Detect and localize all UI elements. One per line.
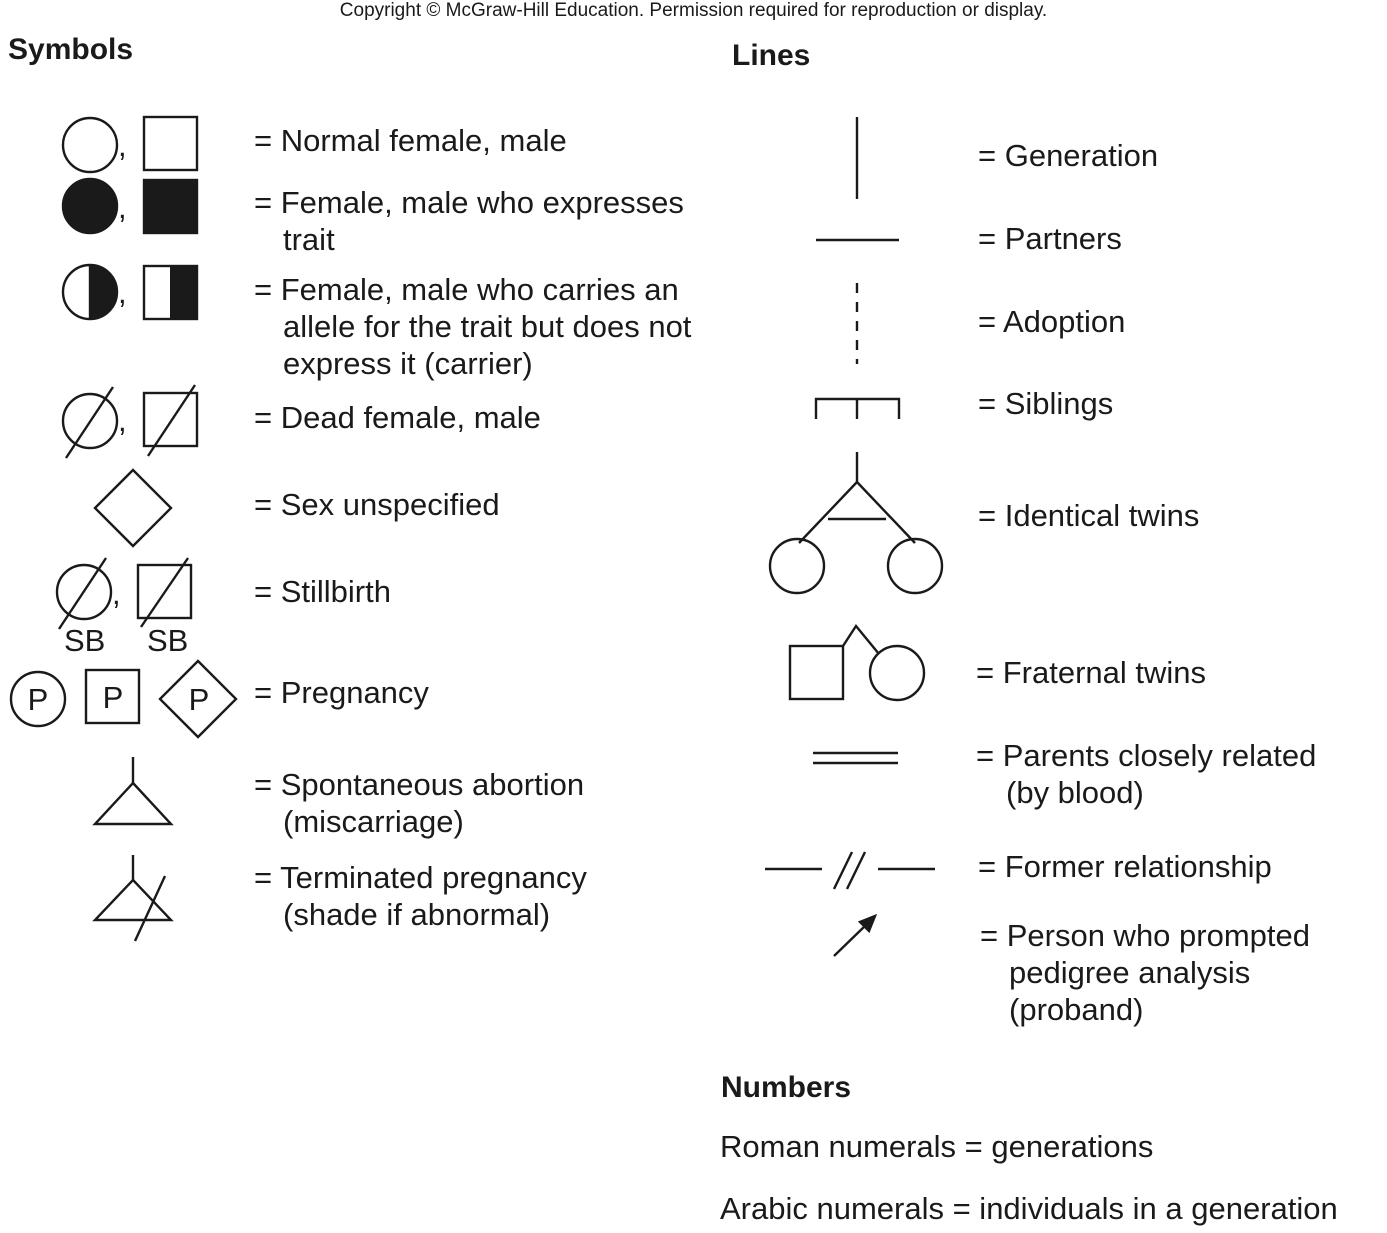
label-proband-3: (proband) <box>1009 992 1144 1027</box>
label-siblings: = Siblings <box>978 386 1114 421</box>
label-normal: = Normal female, male <box>254 123 567 158</box>
lines-heading: Lines <box>732 39 811 72</box>
comma-affected: , <box>118 190 127 225</box>
comma-stillbirth: , <box>112 576 121 611</box>
numbers-arabic: Arabic numerals = individuals in a gener… <box>720 1191 1338 1226</box>
miscarriage-triangle <box>92 757 174 826</box>
label-expresses-2: trait <box>283 222 335 257</box>
stillbirth-male-square <box>136 557 193 628</box>
pregnancy-male-square <box>84 668 141 725</box>
pregnancy-tag-female: P <box>28 682 49 717</box>
label-dead: = Dead female, male <box>254 400 541 435</box>
label-terminated: = Terminated pregnancy <box>254 860 587 895</box>
pregnancy-female-circle <box>9 670 67 728</box>
carrier-male-square <box>142 264 199 321</box>
copyright-notice: Copyright © McGraw-Hill Education. Permi… <box>339 0 1048 21</box>
dead-female-circle <box>61 386 119 459</box>
former-relationship-line <box>765 851 935 890</box>
label-fraternal-twins: = Fraternal twins <box>976 655 1207 690</box>
identical-twins-line <box>768 452 944 595</box>
consanguinity-double-line <box>813 751 898 765</box>
affected-female-circle <box>61 177 119 235</box>
comma-dead: , <box>118 403 127 438</box>
numbers-heading: Numbers <box>721 1071 852 1104</box>
normal-male-square <box>142 115 199 172</box>
label-sex-unspecified: = Sex unspecified <box>254 487 500 522</box>
stillbirth-tag-male: SB <box>147 623 188 658</box>
stillbirth-female-circle <box>55 557 113 630</box>
label-miscarriage: = Spontaneous abortion <box>254 767 585 802</box>
label-miscarriage-2: (miscarriage) <box>283 804 464 839</box>
carrier-female-circle <box>61 263 119 321</box>
label-expresses: = Female, male who expresses <box>254 185 684 220</box>
label-pregnancy: = Pregnancy <box>254 675 429 710</box>
label-former-relationship: = Former relationship <box>978 849 1272 884</box>
normal-female-circle <box>61 116 119 174</box>
label-partners: = Partners <box>978 221 1122 256</box>
label-proband: = Person who prompted <box>980 918 1310 953</box>
fraternal-twins-line <box>788 623 926 702</box>
label-generation: = Generation <box>978 138 1159 173</box>
dead-male-square <box>142 384 199 457</box>
pregnancy-tag-unspecified: P <box>189 682 210 717</box>
pregnancy-unspecified-diamond <box>158 659 238 739</box>
label-proband-2: pedigree analysis <box>1009 955 1251 990</box>
label-carrier: = Female, male who carries an <box>254 272 679 307</box>
label-adoption: = Adoption <box>978 304 1126 339</box>
siblings-line <box>814 397 901 419</box>
numbers-roman: Roman numerals = generations <box>720 1129 1154 1164</box>
proband-arrow-icon <box>833 913 878 957</box>
pregnancy-tag-male: P <box>103 680 124 715</box>
comma-normal: , <box>118 128 127 163</box>
label-consanguinity-2: (by blood) <box>1006 775 1144 810</box>
label-carrier-2: allele for the trait but does not <box>283 309 692 344</box>
label-terminated-2: (shade if abnormal) <box>283 897 551 932</box>
stillbirth-tag-female: SB <box>64 623 105 658</box>
comma-carrier: , <box>118 275 127 310</box>
affected-male-square <box>142 178 199 235</box>
label-consanguinity: = Parents closely related <box>976 738 1317 773</box>
sex-unspecified-diamond <box>93 468 173 548</box>
label-carrier-3: express it (carrier) <box>283 346 533 381</box>
label-stillbirth: = Stillbirth <box>254 574 391 609</box>
label-identical-twins: = Identical twins <box>978 498 1200 533</box>
symbols-heading: Symbols <box>8 33 134 66</box>
terminated-triangle <box>92 855 174 942</box>
